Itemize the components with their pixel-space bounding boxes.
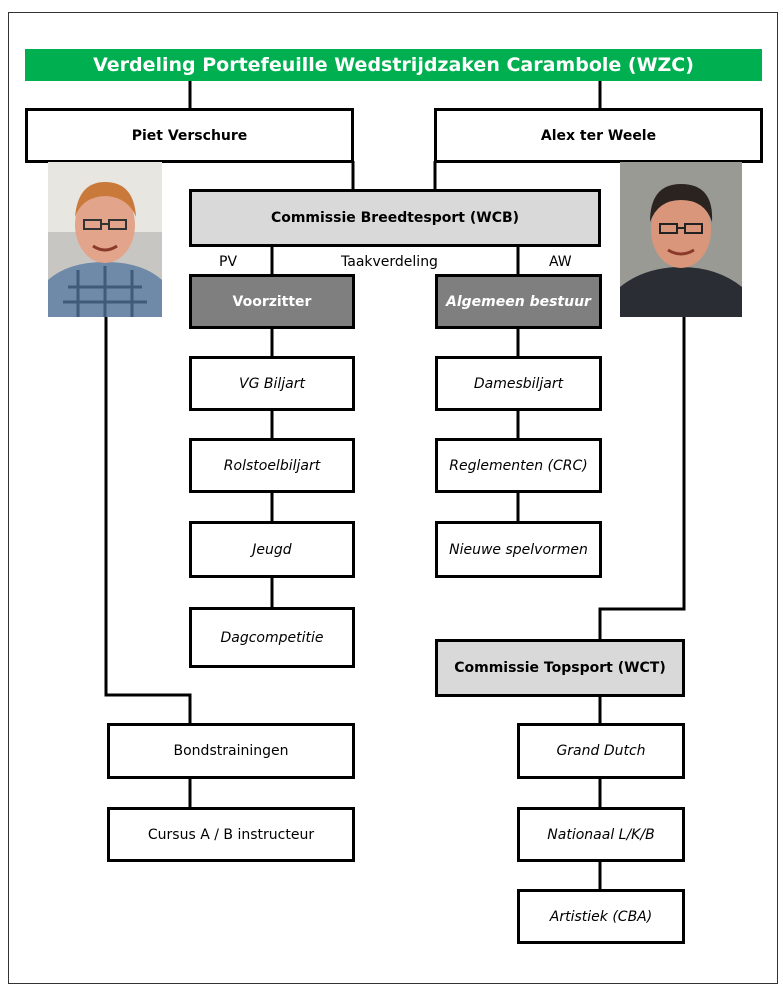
bondstrainingen-box: Bondstrainingen — [107, 723, 355, 779]
photo-piet-verschure — [48, 162, 162, 317]
label-aw: AW — [549, 254, 572, 270]
wct-item-grand-dutch: Grand Dutch — [517, 723, 685, 779]
wct-item-artistiek: Artistiek (CBA) — [517, 889, 685, 944]
wcb-box: Commissie Breedtesport (WCB) — [189, 189, 601, 247]
cursus-instructeur-box: Cursus A / B instructeur — [107, 807, 355, 862]
diagram-title: Verdeling Portefeuille Wedstrijdzaken Ca… — [25, 49, 762, 81]
left-item-vg-biljart: VG Biljart — [189, 356, 355, 411]
page-frame — [8, 12, 778, 984]
wct-item-nationaal: Nationaal L/K/B — [517, 807, 685, 862]
right-item-nieuwe-spelvormen: Nieuwe spelvormen — [435, 521, 602, 578]
left-item-jeugd: Jeugd — [189, 521, 355, 578]
algemeen-bestuur-box: Algemeen bestuur — [435, 274, 602, 329]
right-item-reglementen: Reglementen (CRC) — [435, 438, 602, 493]
right-item-damesbiljart: Damesbiljart — [435, 356, 602, 411]
person-box-right: Alex ter Weele — [434, 108, 763, 163]
photo-alex-ter-weele — [620, 162, 742, 317]
label-pv: PV — [219, 254, 238, 270]
wct-box: Commissie Topsport (WCT) — [435, 639, 685, 697]
label-taakverdeling: Taakverdeling — [341, 254, 438, 270]
person-box-left: Piet Verschure — [25, 108, 354, 163]
left-item-dagcompetitie: Dagcompetitie — [189, 607, 355, 668]
voorzitter-box: Voorzitter — [189, 274, 355, 329]
left-item-rolstoelbiljart: Rolstoelbiljart — [189, 438, 355, 493]
